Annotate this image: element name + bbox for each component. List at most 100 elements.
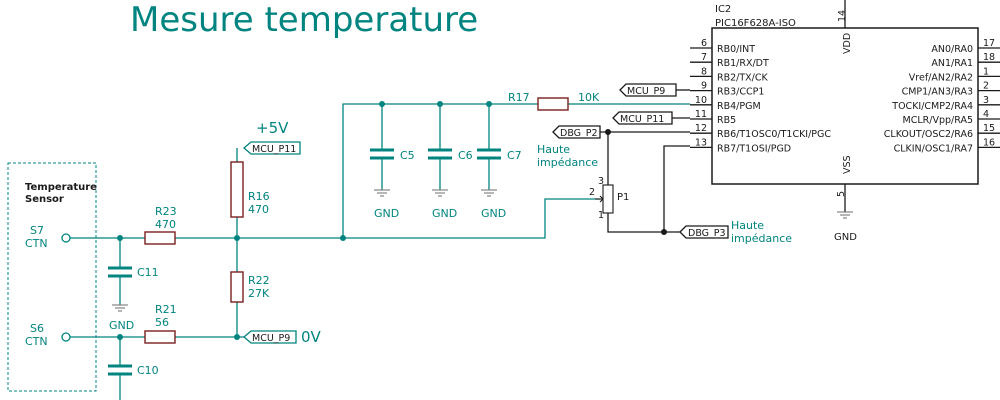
- resistor-r16-value: 470: [248, 203, 269, 216]
- annotation-impedance-2: impédance: [731, 232, 792, 245]
- resistor-r16-ref: R16: [248, 190, 270, 203]
- resistor-r21: [144, 330, 176, 344]
- resistor-r23-value: 470: [155, 218, 176, 231]
- wire-rb4-filter: [342, 103, 690, 238]
- ic-pin-name: CLKOUT/OSC2/RA6: [884, 129, 973, 140]
- connector-s6-type: CTN: [25, 335, 48, 348]
- capacitor-c11-label: C11: [137, 266, 159, 279]
- ground-symbol: [374, 189, 390, 197]
- ic-pin-number: 6: [701, 38, 707, 49]
- ic-vss-label: VSS: [842, 155, 853, 174]
- supply-vcc-label: +5V: [256, 119, 289, 137]
- capacitor-c6-label: C6: [458, 149, 473, 162]
- ic-pin-number: 15: [983, 123, 995, 134]
- capacitor-c5-label: C5: [400, 149, 415, 162]
- ic-pin-number: 3: [983, 95, 989, 106]
- sensor-block-outline: [7, 162, 97, 392]
- annotation-haute-2: Haute: [731, 219, 764, 232]
- resistor-r17-value: 10K: [578, 91, 600, 104]
- sensor-block-label-line1: Temperature: [25, 182, 97, 193]
- ic-pin-number: 12: [695, 123, 707, 134]
- ic-pin-number: 7: [701, 52, 707, 63]
- ic-pin-number: 17: [983, 38, 995, 49]
- connector-s6-pin: [61, 332, 71, 342]
- ic-pin-number: 16: [983, 137, 995, 148]
- potentiometer-p1-body: [602, 184, 614, 214]
- ic-vdd-pin-number: 14: [837, 10, 848, 22]
- resistor-r23-ref: R23: [155, 205, 177, 218]
- resistor-r22: [230, 271, 244, 303]
- net-label-dbg-p3-flag: [679, 225, 729, 239]
- junction-dot: [661, 229, 667, 235]
- net-label-dbg-p3: DBG_P3: [688, 228, 726, 239]
- connector-s7-pin: [61, 233, 71, 243]
- ground-label-c5: GND: [374, 207, 399, 220]
- capacitor-c7-label: C7: [507, 149, 522, 162]
- connector-s6-name: S6: [30, 322, 44, 335]
- ic-pin-name: RB6/T1OSC0/T1CKI/PGC: [717, 129, 831, 140]
- ground-symbol: [112, 304, 128, 312]
- wire-sensor-top: [70, 198, 600, 239]
- ic-pin-name: CMP1/AN3/RA3: [902, 87, 973, 98]
- net-label-dbg-p2-flag: [552, 125, 601, 139]
- potentiometer-p1-pin3: 3: [598, 176, 604, 187]
- ic-pin-number: 18: [983, 52, 995, 63]
- potentiometer-p1-pin2: 2: [589, 187, 595, 198]
- ic-pin-name: AN0/RA0: [931, 44, 973, 55]
- resistor-r22-ref: R22: [248, 274, 270, 287]
- net-label-mcu-p9-left-flag: [243, 330, 297, 344]
- annotation-impedance-1: impédance: [537, 156, 598, 169]
- ic-pin-name: RB1/RX/DT: [717, 58, 769, 69]
- ic-right-pins: 17AN0/RA018AN1/RA11Vref/AN2/RA22CMP1/AN3…: [884, 38, 1000, 154]
- ic-pin-number: 10: [695, 95, 707, 106]
- ic-vss-pin-number: 5: [836, 191, 847, 197]
- ic-part: PIC16F628A-ISO: [715, 18, 796, 29]
- ground-label-c6: GND: [432, 207, 457, 220]
- ic-pin-number: 11: [695, 109, 707, 120]
- ic-pin-name: RB5: [717, 115, 736, 126]
- supply-zero-label: 0V: [301, 328, 322, 346]
- resistor-r16: [230, 161, 244, 218]
- ic-pin-name: RB0/INT: [717, 44, 755, 55]
- ic-pin-name: RB2/TX/CK: [717, 72, 769, 83]
- ic-ref: IC2: [715, 4, 731, 15]
- potentiometer-p1-wiper-arrow: [599, 195, 604, 203]
- ground-label-c11: GND: [109, 319, 134, 332]
- ic-pin-number: 8: [701, 66, 707, 77]
- ground-label-ic: GND: [834, 232, 857, 243]
- annotation-haute-1: Haute: [537, 143, 570, 156]
- ic-pin-name: RB7/T1OSI/PGD: [717, 143, 791, 154]
- ic-pin-number: 9: [701, 81, 707, 92]
- ic-pin-name: MCLR/Vpp/RA5: [903, 115, 973, 126]
- resistor-r22-value: 27K: [248, 287, 270, 300]
- ground-label-c7: GND: [481, 207, 506, 220]
- connector-s7-type: CTN: [25, 237, 48, 250]
- resistor-r17-ref: R17: [508, 91, 530, 104]
- ground-symbol: [837, 211, 853, 219]
- junction-dot: [605, 129, 611, 135]
- ic-pin-name: RB4/PGM: [717, 101, 761, 112]
- ic-pin-name: Vref/AN2/RA2: [909, 72, 973, 83]
- net-label-mcu-p9-right: MCU_P9: [627, 86, 665, 97]
- net-label-mcu-p11-right: MCU_P11: [620, 114, 664, 125]
- page-title: Mesure temperature: [130, 0, 478, 40]
- connector-s7-name: S7: [30, 224, 44, 237]
- ic-pin-number: 1: [983, 66, 989, 77]
- potentiometer-p1-ref: P1: [617, 192, 629, 203]
- resistor-r21-ref: R21: [155, 303, 177, 316]
- ic-vdd-label: VDD: [842, 33, 853, 54]
- resistor-r17: [537, 97, 569, 111]
- potentiometer-p1-pin1: 1: [598, 210, 604, 221]
- wire-pot-bottom: [607, 213, 680, 233]
- ic-pin-number: 13: [695, 137, 707, 148]
- capacitor-c10-label: C10: [137, 364, 159, 377]
- resistor-r21-value: 56: [155, 316, 169, 329]
- ic-body: [711, 27, 979, 185]
- ic-pin-number: 4: [983, 109, 989, 120]
- net-label-mcu-p11-left: MCU_P11: [252, 144, 296, 155]
- ground-symbol: [481, 189, 497, 197]
- ic-pin-number: 2: [983, 81, 989, 92]
- ic-pin-name: RB3/CCP1: [717, 87, 764, 98]
